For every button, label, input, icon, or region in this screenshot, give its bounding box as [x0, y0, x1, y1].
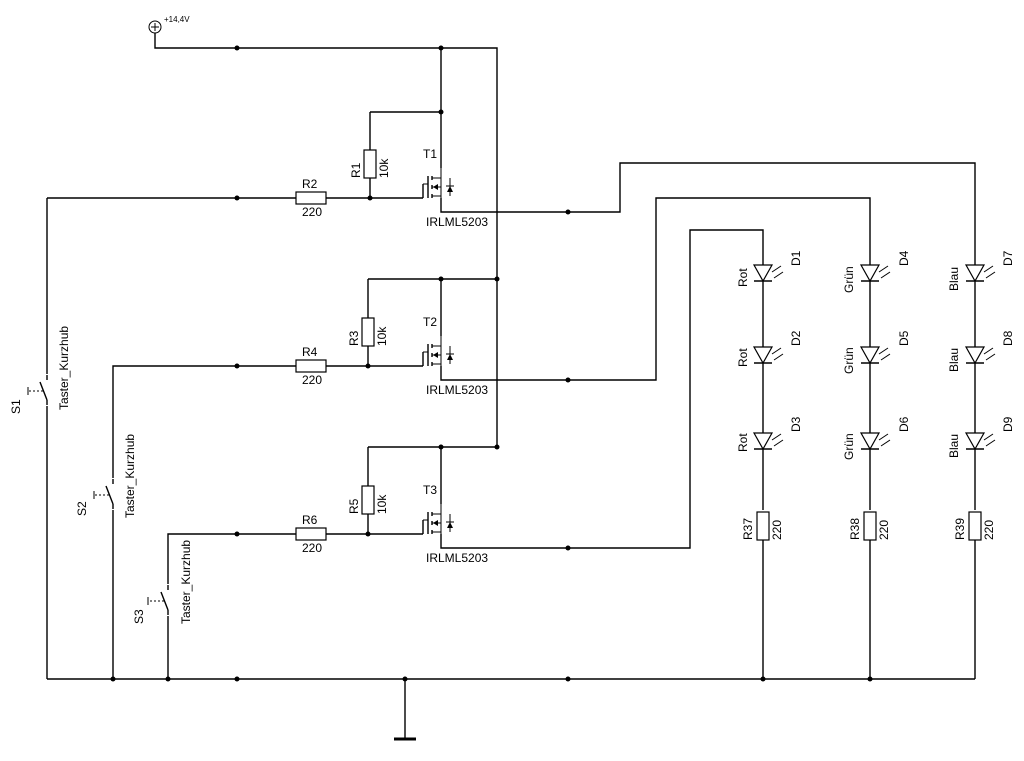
- led-d3: Rot D3: [736, 416, 803, 452]
- t1-part: IRLML5203: [426, 215, 488, 229]
- r1-value: 10k: [377, 158, 391, 178]
- resistor-r5: R5 10k: [347, 485, 389, 515]
- r2-value: 220: [302, 205, 322, 219]
- r38-ref: R38: [848, 518, 862, 540]
- d2-color: Rot: [736, 348, 750, 367]
- supply-label: +14,4V: [164, 15, 190, 24]
- led-d4: Grün D4: [842, 250, 911, 293]
- d9-color: Blau: [947, 434, 961, 458]
- resistor-r37: R37 220: [741, 511, 784, 541]
- switch-s1: S1 Taster_Kurzhub: [9, 326, 71, 414]
- s2-part: Taster_Kurzhub: [123, 434, 137, 518]
- s3-part: Taster_Kurzhub: [179, 540, 193, 624]
- r5-value: 10k: [375, 494, 389, 514]
- supply-symbol: +14,4V: [148, 15, 190, 34]
- mosfet-t1: T1 IRLML5203: [422, 147, 488, 229]
- led-d6: Grün D6: [842, 416, 911, 460]
- r6-ref: R6: [302, 513, 318, 527]
- mosfet-t2: T2 IRLML5203: [422, 315, 488, 397]
- resistor-r2: R2 220: [295, 177, 327, 219]
- r2-ref: R2: [302, 177, 318, 191]
- junction-dots: [110, 45, 873, 682]
- r3-value: 10k: [375, 326, 389, 346]
- d6-ref: D6: [897, 416, 911, 432]
- led-d2: Rot D2: [736, 330, 803, 367]
- r3-ref: R3: [347, 330, 361, 346]
- r4-ref: R4: [302, 345, 318, 359]
- t1-ref: T1: [423, 147, 437, 161]
- resistor-r1: R1 10k: [349, 149, 391, 179]
- t2-ref: T2: [423, 315, 437, 329]
- switch-s2: S2 Taster_Kurzhub: [75, 434, 137, 518]
- resistor-r4: R4 220: [295, 345, 327, 387]
- resistor-r39: R39 220: [953, 511, 996, 541]
- d7-ref: D7: [1001, 250, 1015, 266]
- r39-ref: R39: [953, 518, 967, 540]
- d9-ref: D9: [1001, 416, 1015, 432]
- d3-ref: D3: [789, 416, 803, 432]
- t3-part: IRLML5203: [426, 551, 488, 565]
- led-d9: Blau D9: [947, 416, 1015, 458]
- d4-color: Grün: [842, 266, 856, 293]
- d7-color: Blau: [947, 267, 961, 291]
- d1-ref: D1: [789, 250, 803, 266]
- t3-ref: T3: [423, 483, 437, 497]
- d3-color: Rot: [736, 433, 750, 452]
- switch-s3: S3 Taster_Kurzhub: [132, 540, 193, 624]
- r6-value: 220: [302, 541, 322, 555]
- d4-ref: D4: [897, 250, 911, 266]
- t2-part: IRLML5203: [426, 383, 488, 397]
- d5-ref: D5: [897, 330, 911, 346]
- d6-color: Grün: [842, 433, 856, 460]
- r38-value: 220: [877, 520, 891, 540]
- s2-ref: S2: [75, 501, 89, 516]
- r5-ref: R5: [347, 498, 361, 514]
- r39-value: 220: [982, 520, 996, 540]
- resistor-r3: R3 10k: [347, 317, 389, 347]
- s3-ref: S3: [132, 609, 146, 624]
- d8-color: Blau: [947, 348, 961, 372]
- r4-value: 220: [302, 373, 322, 387]
- r37-value: 220: [770, 520, 784, 540]
- led-d7: Blau D7: [947, 250, 1015, 291]
- led-d1: Rot D1: [736, 250, 803, 287]
- wires: [46, 33, 976, 739]
- d1-color: Rot: [736, 268, 750, 287]
- mosfet-t3: T3 IRLML5203: [422, 483, 488, 565]
- resistor-r6: R6 220: [295, 513, 327, 555]
- d5-color: Grün: [842, 347, 856, 374]
- led-d5: Grün D5: [842, 330, 911, 374]
- d2-ref: D2: [789, 330, 803, 346]
- r37-ref: R37: [741, 518, 755, 540]
- r1-ref: R1: [349, 162, 363, 178]
- s1-ref: S1: [9, 399, 23, 414]
- s1-part: Taster_Kurzhub: [57, 326, 71, 410]
- d8-ref: D8: [1001, 330, 1015, 346]
- led-d8: Blau D8: [947, 330, 1015, 372]
- resistor-r38: R38 220: [848, 511, 891, 541]
